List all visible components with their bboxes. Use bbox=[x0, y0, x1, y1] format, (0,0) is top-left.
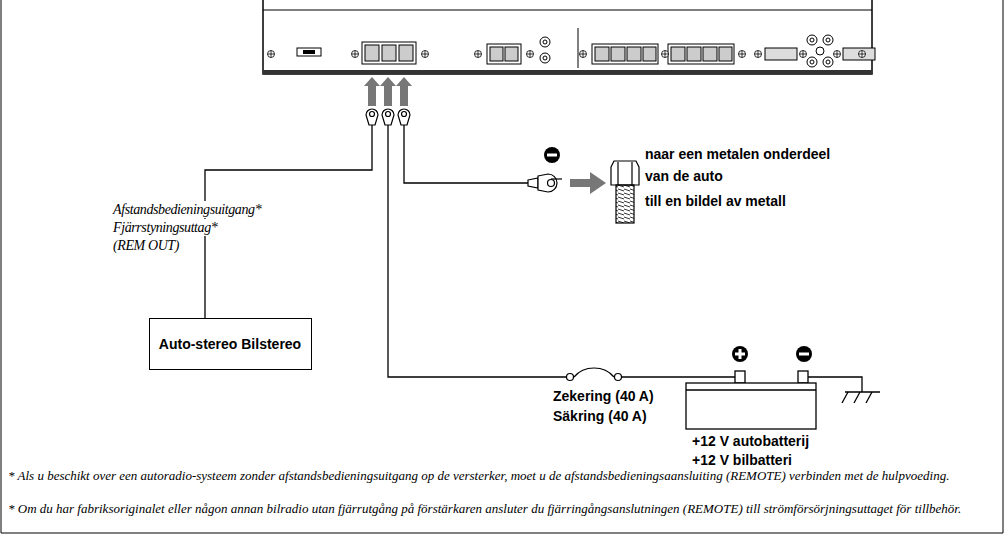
terminal-label: Fjärrstyningsuttag* bbox=[112, 219, 218, 236]
footnote: * Als u beschikt over een autoradio-syst… bbox=[8, 468, 1005, 484]
part-label: +12 V bilbatteri bbox=[692, 451, 792, 470]
bolt bbox=[611, 161, 639, 223]
part-label: naar een metalen onderdeel van de auto bbox=[645, 143, 855, 187]
part-label: Säkring (40 A) bbox=[553, 406, 647, 426]
part-label: Zekering (40 A) bbox=[553, 386, 654, 406]
amplifier bbox=[263, 0, 875, 74]
part-label: +12 V autobatterij bbox=[692, 432, 809, 451]
insert-arrows bbox=[364, 77, 412, 106]
ring-terminals bbox=[366, 109, 410, 125]
fasten-arrow bbox=[570, 172, 606, 194]
ground-symbol bbox=[842, 392, 880, 403]
terminal-label: Afstandsbedieningsuitgang* bbox=[112, 201, 262, 218]
fuse bbox=[567, 368, 622, 381]
battery bbox=[686, 371, 816, 429]
part-label: till en bildel av metall bbox=[645, 190, 786, 212]
component-name: Auto-stereo Bilstereo bbox=[159, 335, 301, 354]
terminal-label: (REM OUT) bbox=[112, 237, 180, 254]
component-box: Auto-stereo Bilstereo bbox=[149, 318, 312, 370]
ground-lug bbox=[528, 174, 562, 192]
footnote: * Om du har fabriksoriginalet eller någo… bbox=[8, 501, 1005, 517]
